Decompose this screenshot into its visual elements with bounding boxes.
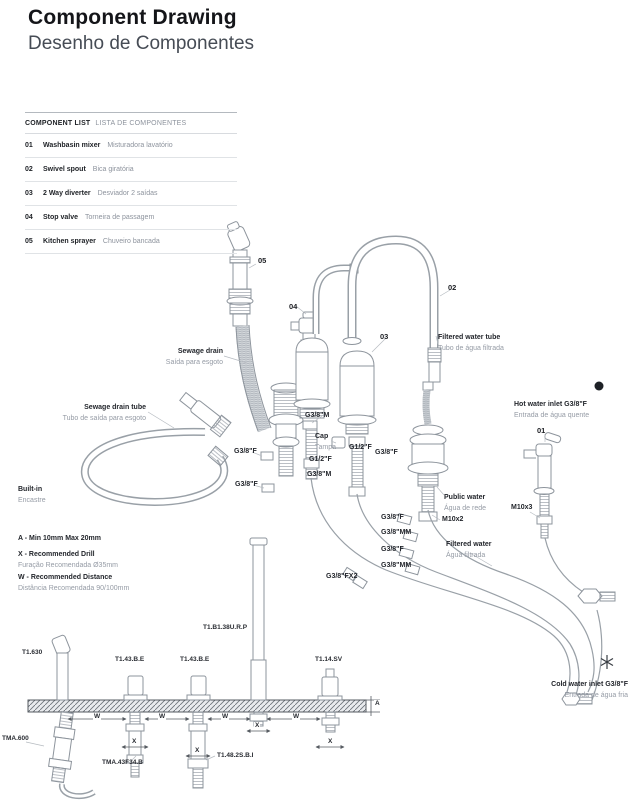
dim-w-4: W [292, 713, 301, 721]
label-public-water: Public water Água de rede [444, 494, 487, 512]
hose-nuts [342, 512, 421, 590]
sewage-drain-part [260, 382, 304, 493]
fitting-g38m-body: G3/8"M [305, 412, 330, 419]
item-num: 03 [25, 190, 33, 197]
dim-w-1: W [93, 713, 102, 721]
code-t1-482sbi: T1.48.2S.B.I [217, 752, 254, 759]
fitting-m10x3: M10x3 [511, 504, 533, 511]
flexible-hoses [310, 477, 603, 701]
kitchen-sprayer-part [226, 221, 254, 327]
code-tma-43f34b: TMA.43F34.B [102, 759, 143, 766]
list-item: 05 Kitchen sprayer Chuveiro bancada [25, 230, 237, 254]
label-cold-water-inlet: Cold water inlet G3/8"F Entrada de água … [551, 681, 628, 699]
item-name-pt: Chuveiro bancada [102, 238, 160, 245]
fitting-g38f-hot: G3/8"F [381, 514, 404, 521]
item-name-pt: Desviador 2 saídas [97, 190, 158, 197]
note-x: X - Recommended Drill Furação Recomendad… [18, 551, 118, 569]
leader-lines [25, 263, 546, 763]
item-num: 02 [25, 166, 33, 173]
fitting-g38f-drain-top: G3/8"F [234, 448, 257, 455]
item-name-pt: Bica giratória [92, 166, 134, 173]
fitting-g38f-cap: G3/8"F [375, 449, 398, 456]
fitting-g38m-body2: G3/8"M [307, 471, 332, 478]
label-hot-water-inlet: Hot water inlet G3/8"F Entrada de água q… [514, 401, 590, 419]
hot-inlet-fitting [577, 588, 616, 604]
list-item: 03 2 Way diverter Desviador 2 saídas [25, 182, 237, 206]
fitting-g38fx2: G3/8"FX2 [326, 573, 358, 580]
dim-w-2: W [158, 713, 167, 721]
cap-part [331, 436, 346, 449]
label-filtered-water: Filtered water Água filtrada [446, 541, 492, 559]
label-filtered-water-tube: Filtered water tube Tubo de água filtrad… [438, 334, 504, 352]
drain-elbow [179, 391, 232, 438]
list-item: 04 Stop valve Torneira de passagem [25, 206, 237, 230]
sprayer-hose [235, 324, 272, 433]
label-sewage-drain-tube: Sewage drain tube Tubo de saída para esg… [62, 404, 146, 422]
filtered-water-tube-part [427, 347, 442, 383]
callout-02: 02 [448, 283, 457, 292]
label-cap: Cap Tampa [315, 433, 337, 451]
page-title: Component Drawing [28, 6, 237, 29]
fitting-g38mm-hot: G3/8"MM [381, 529, 412, 536]
code-tma-600: TMA.600 [2, 735, 29, 742]
washbasin-mixer-part [523, 432, 562, 539]
note-a: A - Min 10mm Max 20mm [18, 535, 101, 542]
component-list-title-en: COMPONENT LIST [25, 120, 91, 127]
item-num: 04 [25, 214, 33, 221]
item-name-pt: Misturadora lavatório [107, 142, 173, 149]
fitting-g12f-body: G1/2"F [309, 456, 332, 463]
item-name-pt: Torneira de passagem [85, 214, 155, 221]
hot-dot-icon [594, 381, 604, 391]
list-item: 02 Swivel spout Bica giratória [25, 158, 237, 182]
fitting-m10x2: M10x2 [442, 516, 464, 523]
fitting-g38f-cold: G3/8"F [381, 546, 404, 553]
dim-a: A [374, 700, 381, 708]
note-w: W - Recommended Distance Distância Recom… [18, 574, 130, 592]
code-t1-43be-2: T1.43.B.E [180, 656, 210, 663]
item-name-en: 2 Way diverter [43, 190, 91, 197]
cold-inlet-fitting [561, 692, 593, 706]
dim-x-1: X [131, 738, 138, 746]
page-subtitle: Desenho de Componentes [28, 33, 255, 54]
countertop [27, 699, 367, 713]
component-list-header: COMPONENT LIST LISTA DE COMPONENTES [25, 112, 237, 134]
dim-x-3: X [254, 722, 261, 730]
under-counter-parts [48, 710, 340, 800]
dim-x-4: X [327, 738, 334, 746]
swivel-spout-part [342, 235, 439, 348]
item-name-en: Swivel spout [43, 166, 86, 173]
code-t1-43be-1: T1.43.B.E [115, 656, 145, 663]
fitting-g12f-cap: G1/2"F [349, 444, 372, 451]
callout-01: 01 [537, 426, 546, 435]
diverter-part [337, 350, 377, 497]
public-water-stack [407, 381, 449, 522]
code-t1-14sv: T1.14.SV [315, 656, 343, 663]
code-t1-b138urp: T1.B1.38U.R.P [203, 624, 248, 631]
callout-03: 03 [380, 332, 389, 341]
component-list: COMPONENT LIST LISTA DE COMPONENTES 01 W… [25, 112, 237, 254]
item-name-en: Washbasin mixer [43, 142, 101, 149]
dim-w-3: W [221, 713, 230, 721]
callout-04: 04 [289, 302, 298, 311]
list-item: 01 Washbasin mixer Misturadora lavatório [25, 134, 237, 158]
cold-snowflake-icon [600, 655, 614, 669]
sewage-drain-tube-part [80, 427, 229, 506]
component-list-title-pt: LISTA DE COMPONENTES [95, 120, 187, 127]
code-t1-630: T1.630 [22, 649, 43, 656]
dim-x-2: X [194, 747, 201, 755]
fitting-g38mm-cold: G3/8"MM [381, 562, 412, 569]
counter-fixtures [51, 537, 343, 701]
item-num: 01 [25, 142, 33, 149]
item-name-en: Stop valve [43, 214, 79, 221]
item-num: 05 [25, 238, 33, 245]
label-built-in: Built-in Encastre [18, 486, 46, 504]
fitting-g38f-drain-bottom: G3/8"F [235, 481, 258, 488]
label-sewage-drain: Sewage drain Saída para esgoto [165, 348, 223, 366]
mixer-body-a [293, 337, 331, 480]
callout-05: 05 [258, 256, 267, 265]
item-name-en: Kitchen sprayer [43, 238, 96, 245]
